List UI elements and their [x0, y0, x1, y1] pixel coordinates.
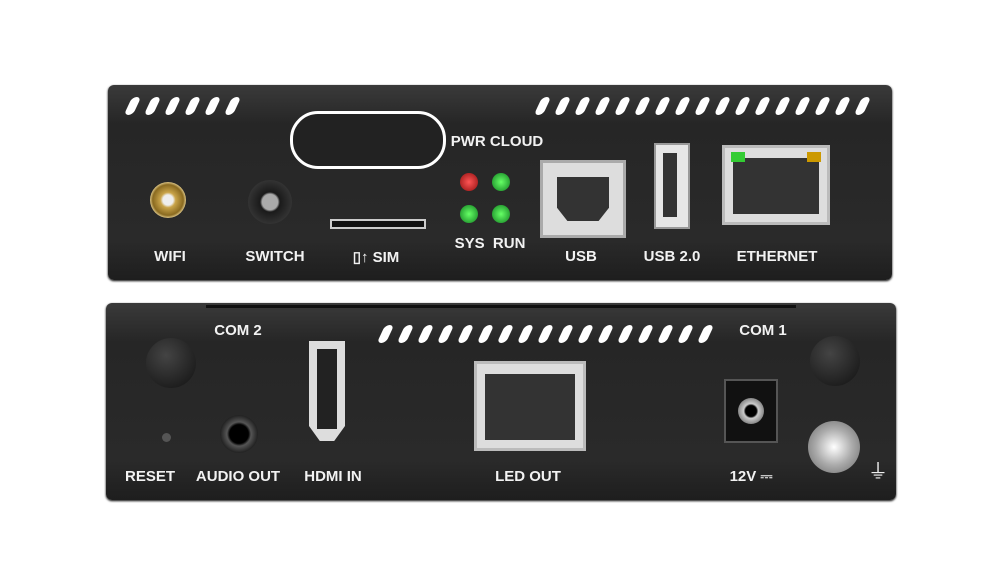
com2-label: COM 2 [214, 322, 262, 339]
com1-label: COM 1 [739, 322, 787, 339]
wifi-label: WIFI [154, 248, 186, 265]
vent-slot [476, 325, 495, 343]
led-pwr [460, 173, 478, 191]
vent-slot [573, 97, 592, 115]
led-run [492, 205, 510, 223]
audio-out-jack[interactable] [220, 415, 258, 453]
vent-slot [536, 325, 555, 343]
vent-slot [696, 325, 715, 343]
vent-slot [656, 325, 675, 343]
vent-slot [396, 325, 415, 343]
vent-slot [616, 325, 635, 343]
vent-slot [456, 325, 475, 343]
vent-slot [553, 97, 572, 115]
ethernet-port[interactable] [722, 145, 830, 225]
vent-slot [593, 97, 612, 115]
usb2-label: USB 2.0 [643, 248, 701, 265]
vent-slot [556, 325, 575, 343]
hdmi-in-port[interactable] [309, 341, 345, 441]
window-cutout [290, 111, 446, 169]
com1-connector-cap [810, 336, 860, 386]
usb-b-port[interactable] [540, 160, 626, 238]
switch-button[interactable] [248, 180, 292, 224]
usb-label: USB [565, 248, 597, 265]
bottom-panel: ⏚ COM 2 COM 1 RESET AUDIO OUT HDMI IN LE… [106, 303, 896, 500]
vent-slot [733, 97, 752, 115]
dc-power-jack[interactable] [724, 379, 778, 443]
vent-slot [203, 97, 222, 115]
ground-screw[interactable] [808, 421, 860, 473]
ethernet-label: ETHERNET [736, 248, 818, 265]
vent-slot [223, 97, 242, 115]
vent-slot [713, 97, 732, 115]
vent-slot [576, 325, 595, 343]
vent-slot [633, 97, 652, 115]
ground-icon: ⏚ [868, 461, 888, 483]
sim-label: ▯↑ SIM [352, 249, 400, 266]
vent-slot [496, 325, 515, 343]
vent-slot [183, 97, 202, 115]
usb-2-port[interactable] [654, 143, 690, 229]
top-panel: WIFI SWITCH ▯↑ SIM PWR CLOUD SYS RUN USB… [108, 85, 892, 280]
led-out-label: LED OUT [495, 468, 561, 485]
vent-slot [833, 97, 852, 115]
vent-slot [143, 97, 162, 115]
vent-slot [793, 97, 812, 115]
sim-slot[interactable] [330, 219, 426, 229]
vent-slot [376, 325, 395, 343]
vent-slot [516, 325, 535, 343]
led-cloud [492, 173, 510, 191]
vent-slot [533, 97, 552, 115]
sim-card-icon: ▯↑ [352, 249, 373, 266]
vent-slot [673, 97, 692, 115]
vent-slot [613, 97, 632, 115]
vent-slot [773, 97, 792, 115]
wifi-antenna-connector [150, 182, 186, 218]
vent-slot [693, 97, 712, 115]
vent-slot [653, 97, 672, 115]
sys-run-label: SYS RUN [454, 235, 526, 252]
vent-slot [636, 325, 655, 343]
reset-button[interactable] [162, 433, 171, 442]
power-12v-label: 12V ⎓ [729, 468, 773, 485]
vent-slot [436, 325, 455, 343]
vent-slot [416, 325, 435, 343]
vent-slot [813, 97, 832, 115]
vent-slot [853, 97, 872, 115]
vent-slot [596, 325, 615, 343]
vent-slot [676, 325, 695, 343]
hdmi-in-label: HDMI IN [304, 468, 362, 485]
top-edge-groove [206, 305, 796, 308]
audio-out-label: AUDIO OUT [195, 468, 281, 485]
com2-connector-cap [146, 338, 196, 388]
pwr-cloud-label: PWR CLOUD [450, 133, 544, 150]
switch-label: SWITCH [245, 248, 305, 265]
led-sys [460, 205, 478, 223]
vent-slot [163, 97, 182, 115]
vent-slot [753, 97, 772, 115]
vent-slot [123, 97, 142, 115]
led-out-port[interactable] [474, 361, 586, 451]
reset-label: RESET [124, 468, 176, 485]
